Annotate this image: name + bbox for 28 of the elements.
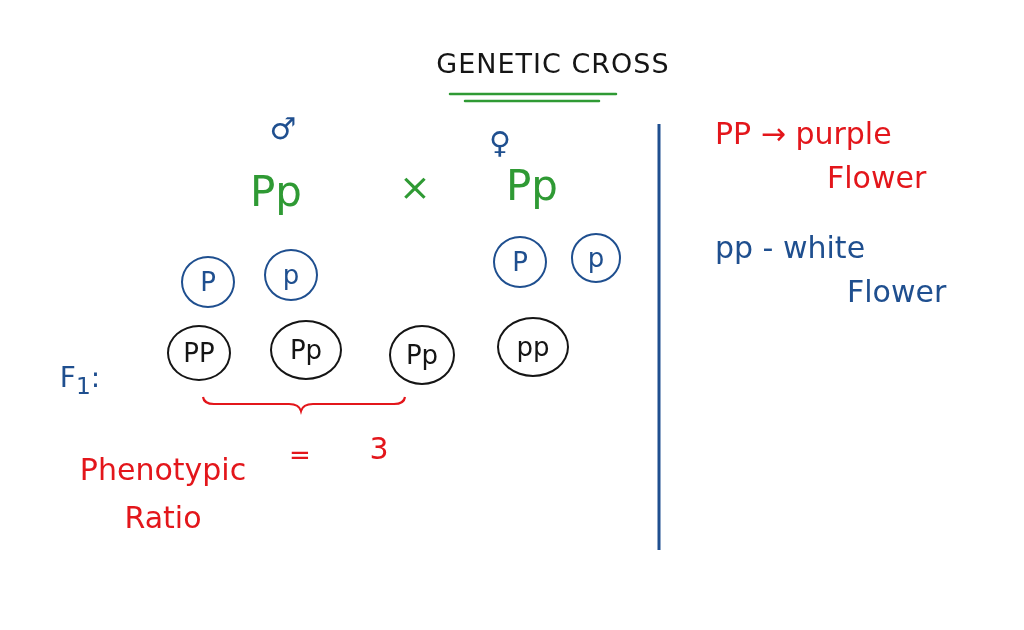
equals-sign: = (288, 441, 312, 471)
gamete-circle (571, 233, 621, 283)
genotype-text: PP (183, 340, 215, 366)
female-symbol: ♀ (488, 126, 512, 161)
cross-sign: × (398, 166, 432, 210)
key-text: PP → purple Flower (715, 115, 928, 197)
gamete-circle (264, 249, 318, 301)
parent-genotype: Pp (249, 168, 303, 217)
genotype-text: Pp (405, 342, 439, 368)
parent-genotype: Pp (505, 162, 559, 211)
genotype-text: P (512, 249, 528, 275)
offspring-circle (167, 325, 231, 381)
offspring-circle (270, 320, 342, 380)
genotype-text: pp (516, 334, 550, 360)
gamete-circle (493, 236, 547, 288)
ratio-value: 3 (368, 432, 390, 467)
male-symbol: ♂ (268, 112, 298, 147)
generation-label: F$_{1}$: (58, 362, 102, 400)
genotype-text: Pp (289, 337, 323, 363)
genotype-text: p (587, 245, 605, 271)
genotype-text: P (200, 269, 216, 295)
offspring-circle (389, 325, 455, 385)
gamete-circle (181, 256, 235, 308)
key-text: pp - white Flower (715, 229, 948, 311)
genotype-text: p (282, 262, 300, 288)
offspring-circle (497, 317, 569, 377)
title-text: GENETIC CROSS (435, 48, 671, 80)
ratio-label: Phenotypic Ratio (78, 451, 248, 537)
